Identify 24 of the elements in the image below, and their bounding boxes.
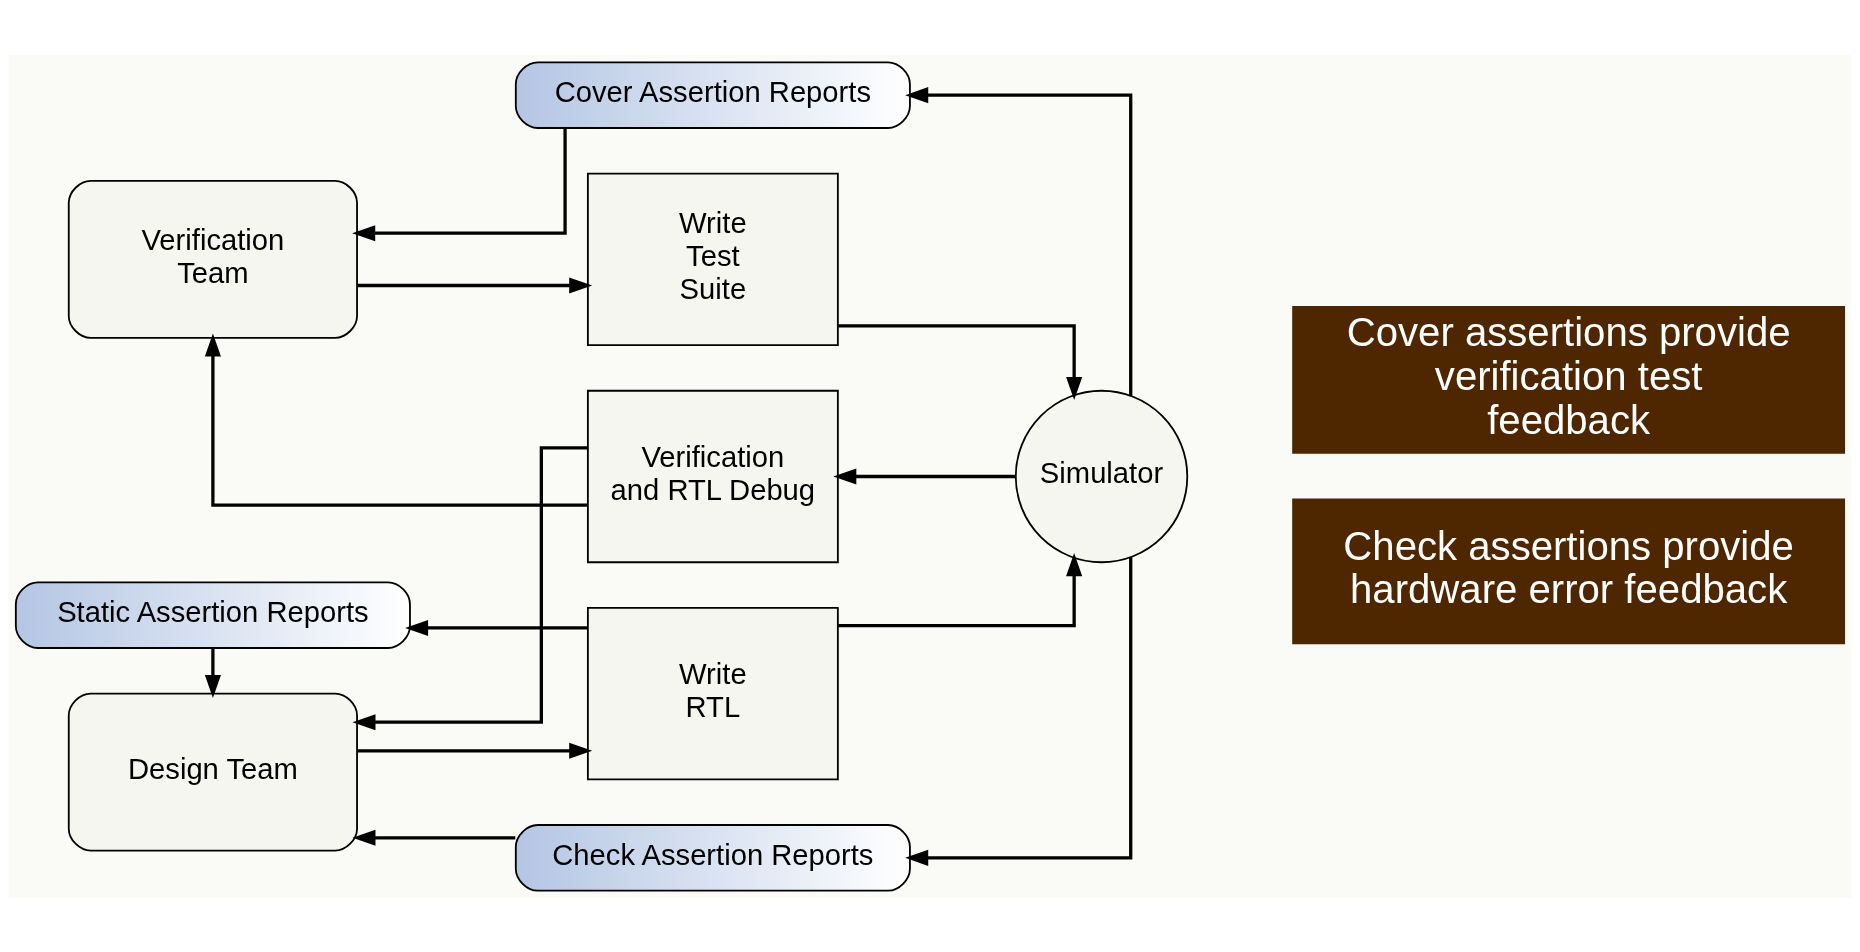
arrow — [352, 829, 516, 846]
node-box: Cover assertions provide verification test feedback — [1292, 305, 1846, 454]
node-box: Static Assertion Reports — [14, 580, 411, 649]
arrow — [405, 619, 588, 636]
node-box: Check assertions provide hardware error feedback — [1292, 497, 1846, 644]
arrow — [905, 556, 1133, 866]
arrow — [357, 276, 593, 294]
node-box: Design Team — [67, 692, 358, 851]
arrow — [357, 742, 593, 759]
node-box: Check Assertion Reports — [514, 823, 911, 892]
arrow — [833, 467, 1016, 485]
arrow — [204, 647, 221, 698]
node-box: Write RTL — [586, 606, 839, 780]
node-box: Cover Assertion Reports — [514, 60, 911, 129]
node-box: Verification and RTL Debug — [586, 389, 839, 563]
arrow — [838, 552, 1083, 627]
arrow — [838, 323, 1083, 400]
node-box: Write Test Suite — [586, 172, 839, 346]
node-box: Verification Team — [67, 179, 358, 339]
node-circle: Simulator — [1014, 389, 1189, 563]
arrow — [905, 86, 1133, 396]
arrow — [352, 445, 588, 730]
arrow — [204, 333, 588, 507]
arrow — [352, 128, 567, 241]
